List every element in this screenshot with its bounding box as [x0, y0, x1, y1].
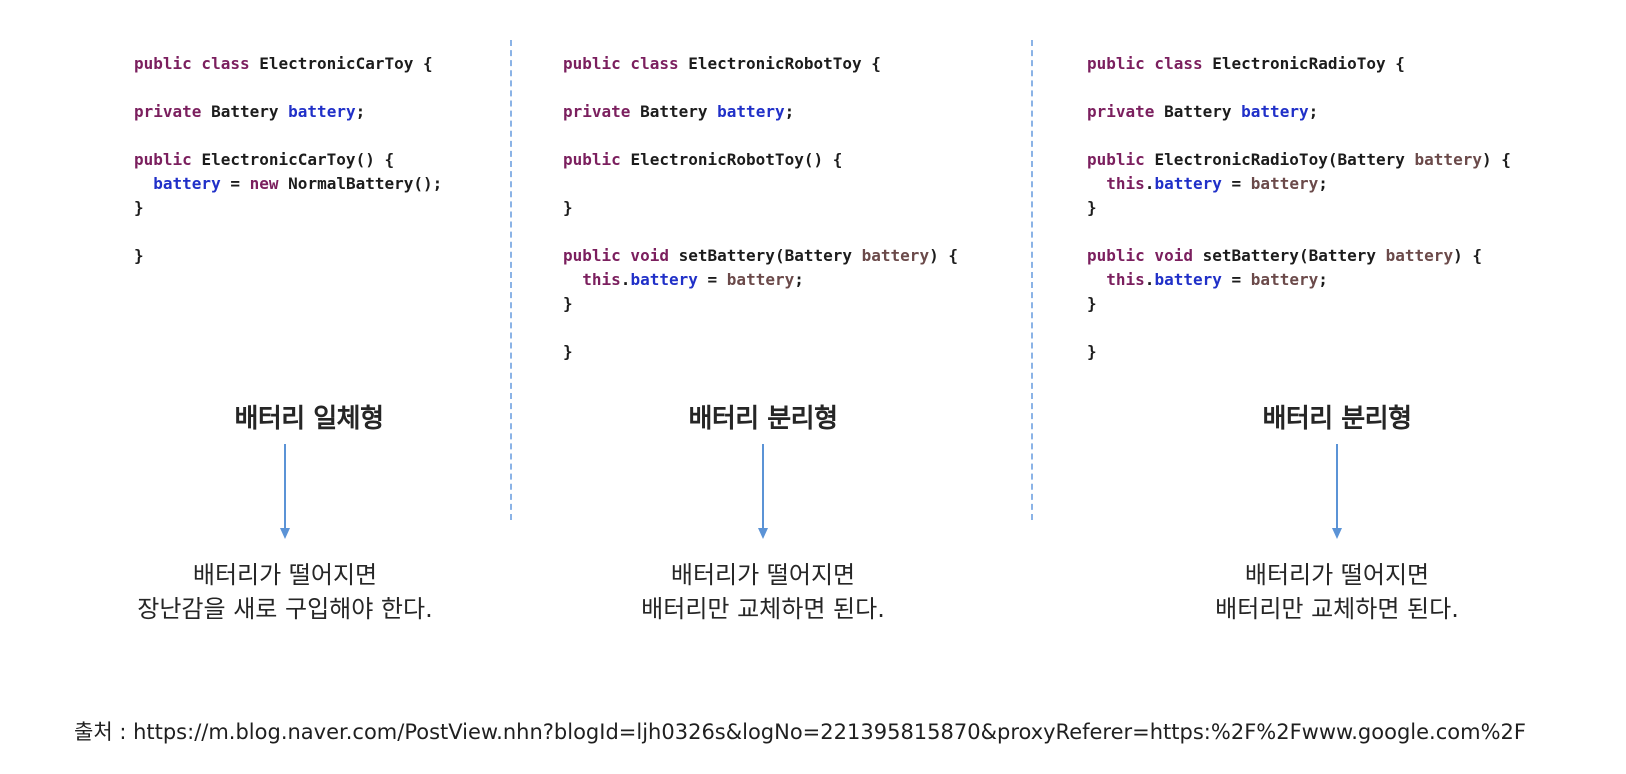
dashed-divider	[1031, 40, 1033, 520]
column-radio-toy: public class ElectronicRadioToy { private…	[1087, 0, 1547, 640]
code-line-field-decl: private Battery battery;	[1087, 102, 1319, 121]
dashed-divider	[510, 40, 512, 520]
code-line-setter-decl: public void setBattery(Battery battery) …	[563, 246, 958, 265]
result-line: 배터리가 떨어지면	[1244, 561, 1430, 589]
code-line-ctor-decl: public ElectronicRadioToy(Battery batter…	[1087, 150, 1511, 169]
code-block-robot-toy: public class ElectronicRobotToy { private…	[563, 52, 958, 364]
code-line-close-ctor: }	[134, 198, 144, 217]
code-line-close-class: }	[134, 246, 144, 265]
code-block-radio-toy: public class ElectronicRadioToy { private…	[1087, 52, 1511, 364]
arrow-down-icon	[758, 444, 768, 539]
code-block-car-toy: public class ElectronicCarToy { private B…	[134, 52, 442, 268]
code-line-class-decl: public class ElectronicCarToy {	[134, 54, 433, 73]
code-line-setter-body: this.battery = battery;	[1106, 270, 1328, 289]
column-car-toy: public class ElectronicCarToy { private B…	[134, 0, 494, 640]
result-line: 장난감을 새로 구입해야 한다.	[137, 595, 433, 623]
code-line-field-decl: private Battery battery;	[563, 102, 795, 121]
result-text-robot-toy: 배터리가 떨어지면 배터리만 교체하면 된다.	[563, 558, 963, 626]
result-line: 배터리만 교체하면 된다.	[1215, 595, 1459, 623]
code-line-ctor-decl: public ElectronicCarToy() {	[134, 150, 395, 169]
code-line-close-ctor: }	[563, 198, 573, 217]
code-line-close-ctor: }	[1087, 198, 1097, 217]
arrow-down-icon	[1332, 444, 1342, 539]
code-line-ctor-decl: public ElectronicRobotToy() {	[563, 150, 843, 169]
code-line-close-class: }	[563, 342, 573, 361]
code-line-setter-body: this.battery = battery;	[582, 270, 804, 289]
result-text-car-toy: 배터리가 떨어지면 장난감을 새로 구입해야 한다.	[85, 558, 485, 626]
column-robot-toy: public class ElectronicRobotToy { private…	[563, 0, 983, 640]
code-line-setter-decl: public void setBattery(Battery battery) …	[1087, 246, 1482, 265]
code-line-close-setter: }	[1087, 294, 1097, 313]
code-line-ctor-body: this.battery = battery;	[1106, 174, 1328, 193]
code-line-class-decl: public class ElectronicRobotToy {	[563, 54, 881, 73]
code-line-close-class: }	[1087, 342, 1097, 361]
result-line: 배터리만 교체하면 된다.	[641, 595, 885, 623]
result-line: 배터리가 떨어지면	[670, 561, 856, 589]
code-line-field-decl: private Battery battery;	[134, 102, 366, 121]
source-citation: 출처 : https://m.blog.naver.com/PostView.n…	[74, 720, 1526, 744]
result-line: 배터리가 떨어지면	[192, 561, 378, 589]
result-text-radio-toy: 배터리가 떨어지면 배터리만 교체하면 된다.	[1137, 558, 1537, 626]
type-label-separable: 배터리 분리형	[1262, 404, 1412, 434]
type-label-separable: 배터리 분리형	[688, 404, 838, 434]
code-line-ctor-body: battery = new NormalBattery();	[153, 174, 443, 193]
code-line-close-setter: }	[563, 294, 573, 313]
arrow-down-icon	[280, 444, 290, 539]
type-label-integrated: 배터리 일체형	[234, 404, 384, 434]
code-line-class-decl: public class ElectronicRadioToy {	[1087, 54, 1405, 73]
